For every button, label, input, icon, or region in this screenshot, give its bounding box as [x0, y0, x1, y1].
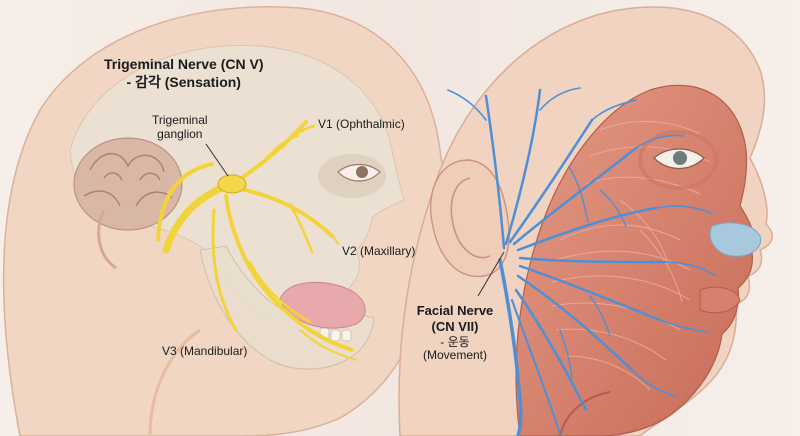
facial-label-line3: - 운동: [440, 334, 470, 349]
trigeminal-title-block: Trigeminal Nerve (CN V) - 감각 (Sensation): [104, 55, 264, 91]
facial-label-line2: (CN VII): [431, 319, 479, 335]
nose: [709, 222, 762, 257]
facial-label-line4: (Movement): [422, 348, 487, 363]
lips: [699, 286, 741, 314]
trigeminal-title: Trigeminal Nerve (CN V): [104, 56, 264, 72]
v1-label: V1 (Ophthalmic): [318, 117, 405, 131]
ganglion-label-line1: Trigeminal: [152, 113, 208, 127]
brain-icon: [73, 137, 183, 231]
left-head: [2, 6, 470, 436]
ganglion-label: Trigeminal ganglion: [152, 113, 208, 142]
facial-label-line1: Facial Nerve: [416, 303, 494, 318]
trigeminal-ganglion: [217, 174, 247, 194]
v2-label: V2 (Maxillary): [342, 244, 416, 258]
v3-label: V3 (Mandibular): [162, 344, 248, 358]
trigeminal-subtitle: - 감각 (Sensation): [126, 74, 241, 91]
mandible: [199, 245, 375, 370]
trigeminal-nerve: [156, 120, 357, 361]
ganglion-label-line2: ganglion: [157, 126, 203, 141]
ear-icon: [430, 159, 510, 278]
facial-nerve-label: Facial Nerve (CN VII) - 운동 (Movement): [407, 303, 503, 363]
right-head: [398, 6, 773, 436]
facial-nerve: [447, 87, 717, 436]
